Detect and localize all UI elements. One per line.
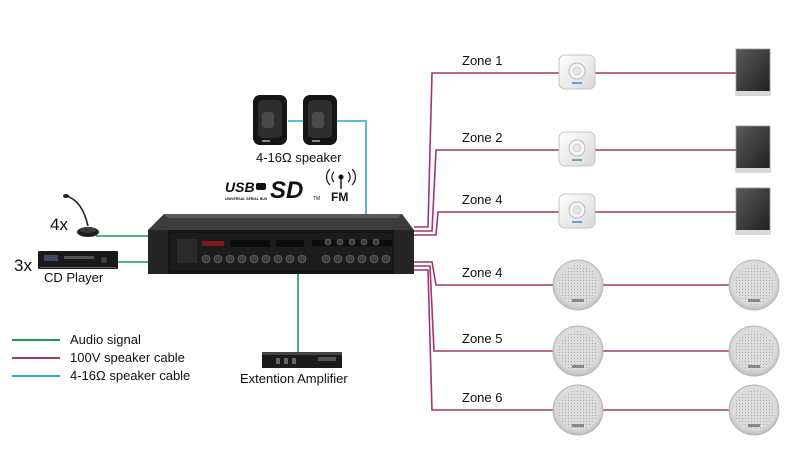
speaker-label: 4-16Ω speaker [256,150,342,165]
svg-text:FM: FM [331,190,348,204]
cd-player-icon [38,251,118,269]
volume-control-icon [558,54,596,90]
extension-amplifier-label: Extention Amplifier [240,371,348,386]
zone-label: Zone 5 [462,331,502,346]
svg-text:TM: TM [313,196,320,202]
zone-2: Zone 2 [462,125,771,173]
microphone-icon [63,194,99,237]
zone-label: Zone 4 [462,192,502,207]
cd-player-count: 3x [14,256,32,275]
main-amplifier [148,214,414,274]
zone-4: Zone 4 [462,259,780,311]
wall-speaker-left [253,95,287,145]
ceiling-speaker-left-icon [552,325,604,377]
cd-player-label: CD Player [44,270,104,285]
wall-speaker-right [303,95,337,145]
audio-signal-cable [96,235,299,352]
ceiling-speaker-right-icon [728,325,780,377]
zone-3: Zone 4 [462,187,771,235]
legend-label: 4-16Ω speaker cable [70,368,190,383]
legend-item: 4-16Ω speaker cable [12,368,190,383]
zone-label: Zone 6 [462,390,502,405]
legend-item: Audio signal [12,332,141,347]
usb-logo: USB UNIVERSAL SERIAL BUS [225,179,268,201]
zone-6: Zone 6 [462,384,780,436]
volume-control-icon [558,131,596,167]
legend-label: 100V speaker cable [70,350,185,365]
microphone-count: 4x [50,215,68,234]
zone-label: Zone 4 [462,265,502,280]
ceiling-speaker-right-icon [728,259,780,311]
legend-label: Audio signal [70,332,141,347]
wall-speaker-icon [735,125,771,173]
legend: Audio signal 100V speaker cable 4-16Ω spea… [12,332,190,383]
fm-logo: FM [326,168,356,204]
zone-5: Zone 5 [462,325,780,377]
wall-speaker-pair [253,95,337,145]
ceiling-speaker-left-icon [552,259,604,311]
legend-item: 100V speaker cable [12,350,185,365]
wall-speaker-icon [735,187,771,235]
amplifier-knobs [201,238,391,264]
speaker-cable-100v [414,72,738,411]
ceiling-speaker-left-icon [552,384,604,436]
volume-control-icon [558,193,596,229]
svg-text:UNIVERSAL SERIAL BUS: UNIVERSAL SERIAL BUS [225,197,268,201]
wall-speaker-icon [735,48,771,96]
extension-amplifier [262,352,342,368]
svg-text:USB: USB [225,179,255,195]
zone-label: Zone 1 [462,53,502,68]
sd-logo: SD TM [270,177,320,204]
zones: Zone 1 Zone 2 Zone 4 Zone 4 Zone 5 Zone 6 [462,48,780,436]
zone-label: Zone 2 [462,130,502,145]
ceiling-speaker-right-icon [728,384,780,436]
svg-text:SD: SD [270,177,303,204]
zone-1: Zone 1 [462,48,771,96]
